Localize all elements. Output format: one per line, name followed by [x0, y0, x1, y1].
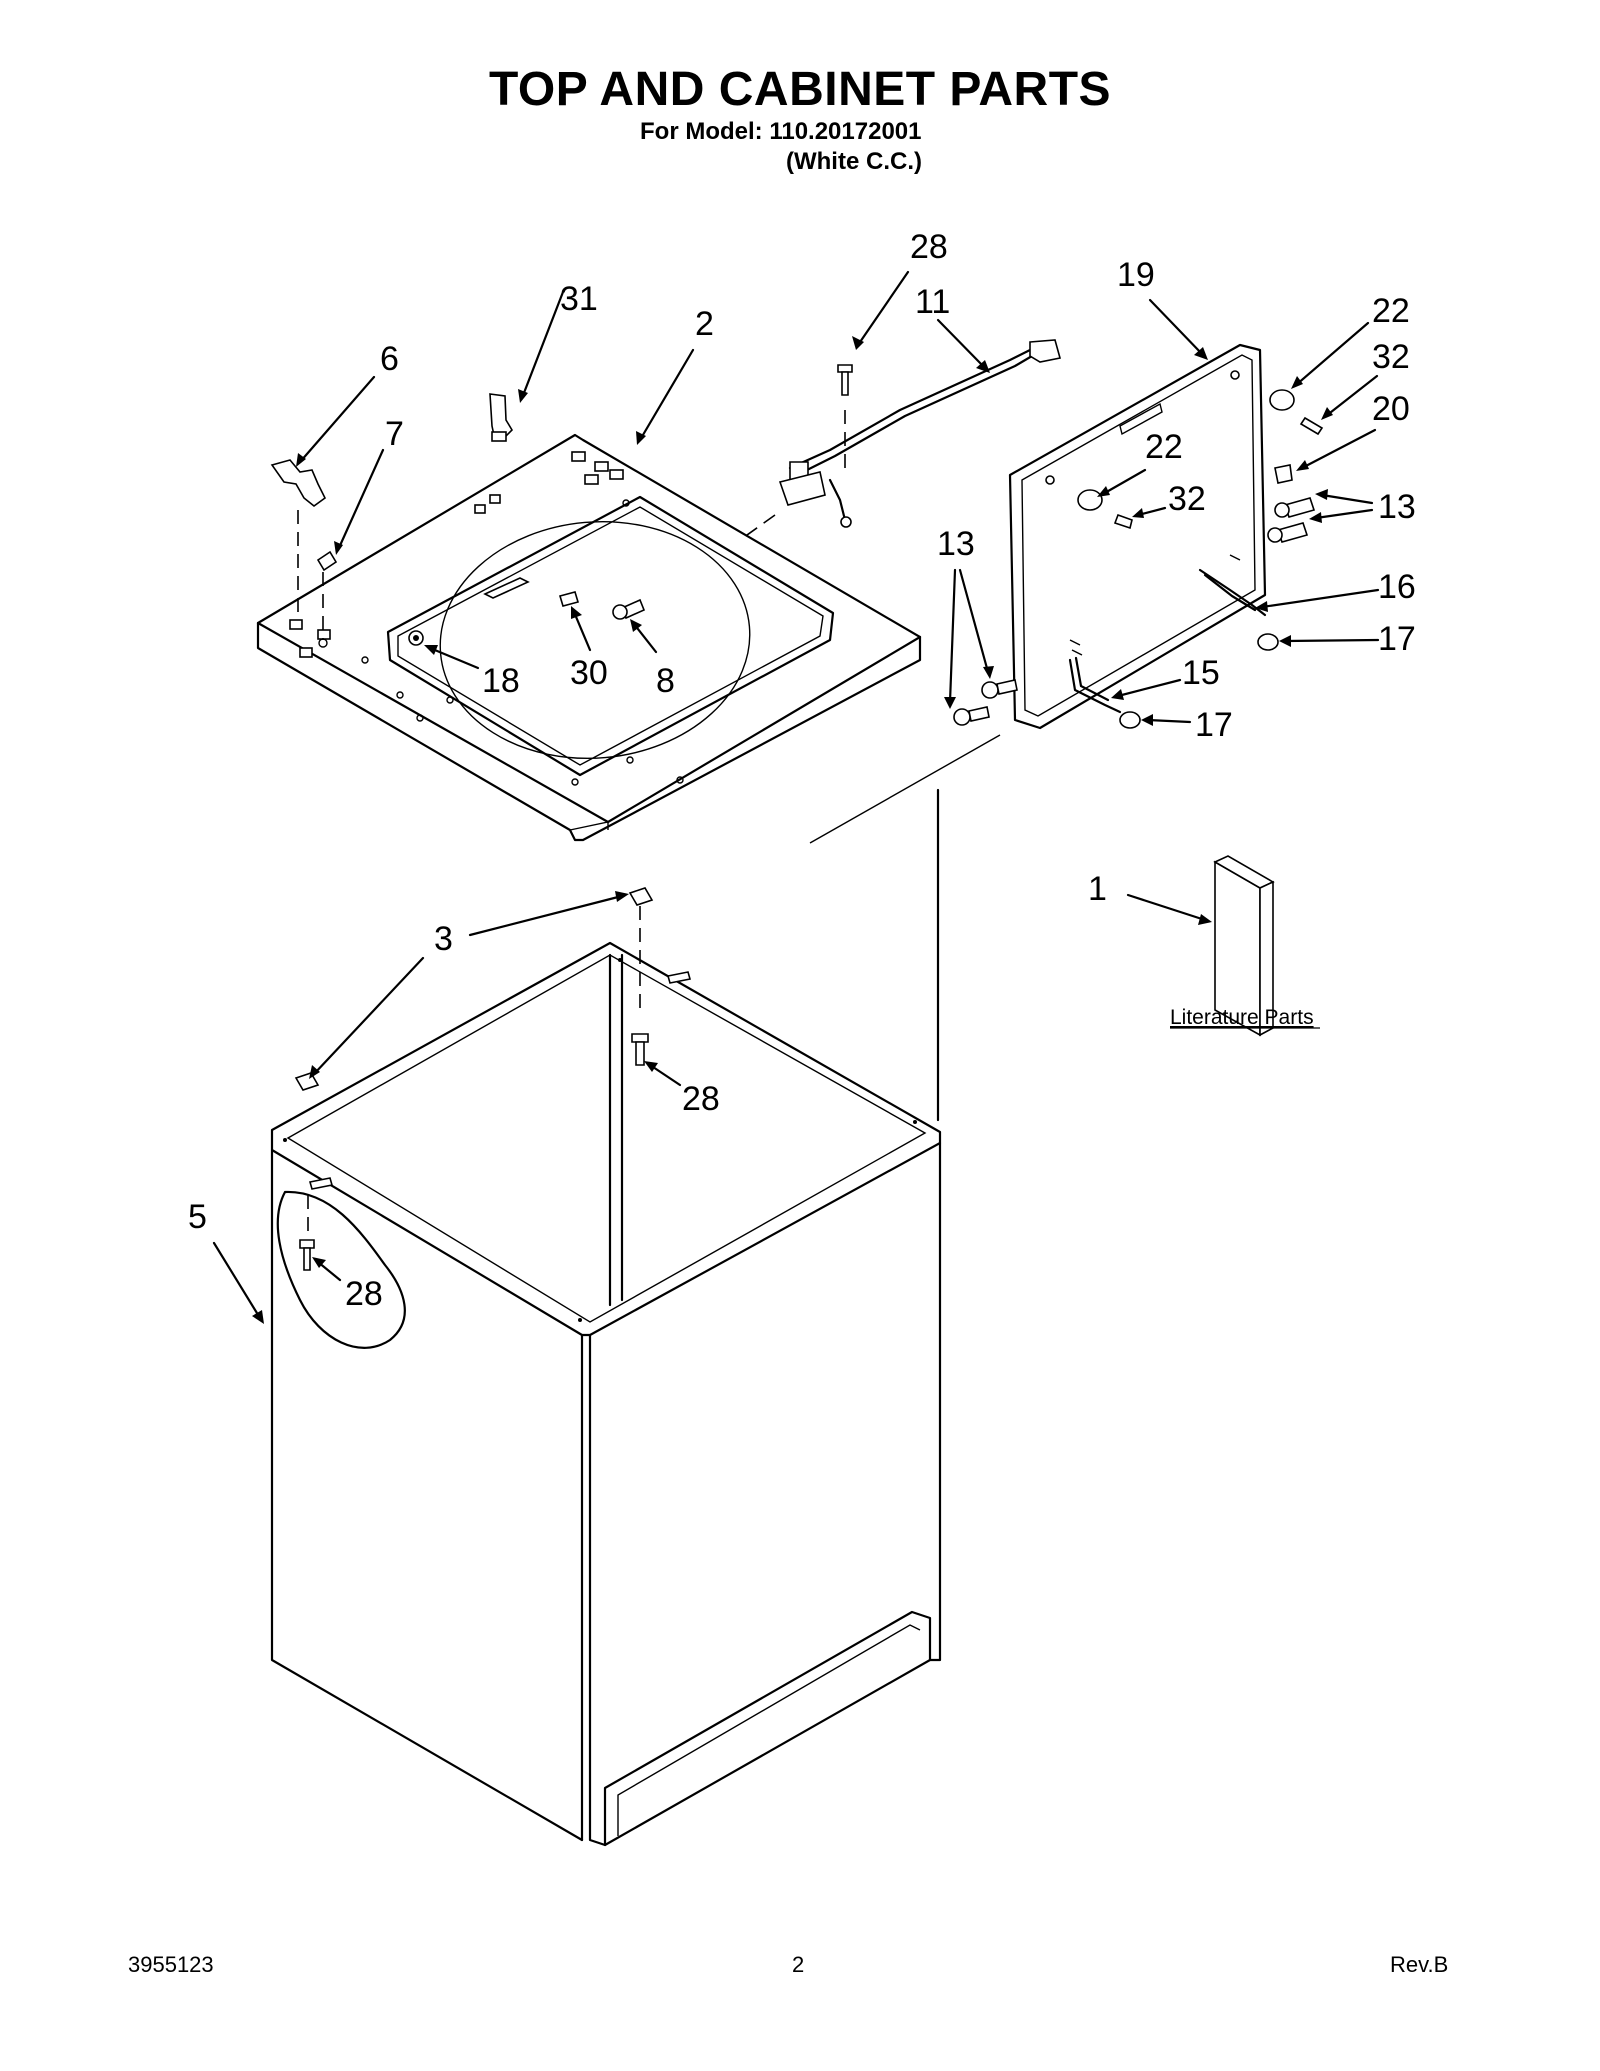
wire-harness	[778, 339, 1062, 528]
literature-book	[1213, 855, 1275, 1037]
callout-7: 7	[385, 415, 404, 453]
leader-lines	[212, 270, 1380, 1324]
callout-2: 2	[695, 305, 714, 343]
callout-32-inner: 32	[1168, 480, 1206, 518]
callout-17-bottom: 17	[1195, 706, 1233, 744]
model-line: For Model: 110.20172001	[640, 118, 922, 145]
callout-15: 15	[1182, 654, 1220, 692]
callout-19: 19	[1117, 256, 1155, 294]
part-28-screw-top	[837, 364, 853, 396]
callout-30: 30	[570, 654, 608, 692]
callout-17-top: 17	[1378, 620, 1416, 658]
callout-28-bottom: 28	[345, 1275, 383, 1313]
color-line: (White C.C.)	[786, 148, 922, 175]
callout-3: 3	[434, 920, 453, 958]
callout-32-right: 32	[1372, 338, 1410, 376]
callout-1: 1	[1088, 870, 1107, 908]
revision: Rev.B	[1390, 1952, 1449, 1977]
callout-28-top: 28	[910, 228, 948, 266]
page-number: 2	[792, 1952, 805, 1977]
cabinet	[270, 941, 942, 1847]
part-6-clip	[270, 459, 327, 508]
control-frame	[1008, 343, 1267, 730]
doc-number: 3955123	[128, 1952, 214, 1977]
part-31-bracket	[489, 393, 514, 442]
callout-11: 11	[915, 283, 950, 321]
page-title: TOP AND CABINET PARTS	[488, 63, 1112, 116]
callout-13-right: 13	[1378, 488, 1416, 526]
callout-18: 18	[482, 662, 520, 700]
part-7-clip	[316, 550, 338, 572]
top-panel	[256, 433, 922, 842]
callout-5: 5	[188, 1198, 207, 1236]
callout-8: 8	[656, 662, 675, 700]
callout-31: 31	[560, 280, 598, 318]
callout-28-mid: 28	[682, 1080, 720, 1118]
callout-22-right: 22	[1372, 292, 1410, 330]
callout-13-left: 13	[937, 525, 975, 563]
literature-label: Literature Parts	[1170, 1006, 1314, 1029]
callout-16: 16	[1378, 568, 1416, 606]
callout-6: 6	[380, 340, 399, 378]
callout-22-inner: 22	[1145, 428, 1183, 466]
callout-20: 20	[1372, 390, 1410, 428]
